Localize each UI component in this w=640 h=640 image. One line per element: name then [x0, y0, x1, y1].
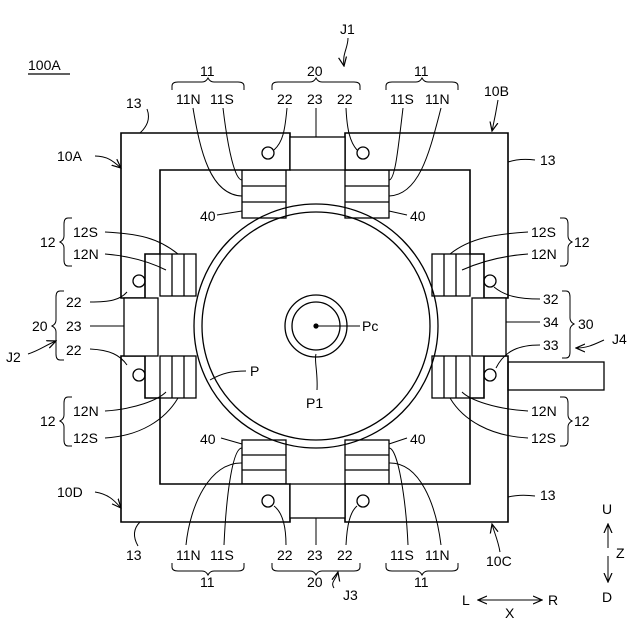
label-12-rl: 12 [574, 413, 590, 429]
label-34: 34 [543, 314, 559, 330]
label-12s-lu: 12S [73, 224, 98, 240]
label-12n-rl: 12N [531, 403, 557, 419]
axis-z: Z [616, 545, 625, 561]
label-22-lb: 22 [66, 342, 82, 358]
shaft-j4 [508, 362, 604, 390]
label-12-ru: 12 [574, 234, 590, 250]
magnet-group-top-right [345, 170, 389, 218]
label-30: 30 [578, 316, 594, 332]
label-11-bl: 11 [200, 574, 215, 590]
label-20-left: 20 [32, 318, 48, 334]
label-40-tl: 40 [200, 208, 216, 224]
label-11-tr: 11 [414, 63, 429, 79]
label-40-tr: 40 [410, 208, 426, 224]
label-10d: 10D [57, 484, 83, 500]
label-13-tr: 13 [540, 152, 556, 168]
label-22-br: 22 [337, 547, 353, 563]
label-32: 32 [543, 291, 559, 307]
magnet-group-right-lower [432, 356, 470, 398]
label-11s-bl: 11S [210, 547, 234, 563]
label-11-br: 11 [414, 574, 429, 590]
magnet-group-bottom-left [242, 440, 286, 484]
axis-l: L [462, 592, 470, 608]
label-12n-ru: 12N [531, 246, 557, 262]
magnet-group-left-upper [160, 254, 196, 296]
connector-right-30 [472, 298, 506, 356]
label-11s-tl: 11S [210, 91, 234, 107]
label-12-ll: 12 [40, 413, 56, 429]
label-10b: 10B [484, 83, 509, 99]
label-23-bottom: 23 [307, 547, 323, 563]
label-p1: P1 [306, 395, 323, 411]
label-22-tl: 22 [277, 91, 293, 107]
label-22-lt: 22 [66, 294, 82, 310]
connector-bottom-20 [290, 484, 345, 518]
label-11s-br: 11S [390, 547, 414, 563]
label-40-bl: 40 [200, 431, 216, 447]
label-11n-br: 11N [425, 547, 450, 563]
connector-top-20 [290, 137, 345, 170]
label-13-tl: 13 [126, 95, 142, 111]
label-11-tl: 11 [200, 63, 215, 79]
axis-x: X [505, 605, 515, 621]
label-13-bl: 13 [126, 547, 142, 563]
label-12-lu: 12 [40, 234, 56, 250]
label-p: P [250, 363, 259, 379]
label-22-bl: 22 [277, 547, 293, 563]
label-pc: Pc [362, 318, 378, 334]
label-j2: J2 [6, 349, 21, 365]
magnet-group-top-left [242, 170, 286, 218]
center-pc [313, 323, 318, 328]
magnet-group-right-upper [432, 254, 470, 296]
label-10a: 10A [57, 148, 83, 164]
label-12s-rl: 12S [531, 430, 556, 446]
label-12s-ll: 12S [73, 430, 98, 446]
frame-10c [345, 356, 508, 522]
label-40-br: 40 [410, 431, 426, 447]
label-11s-tr: 11S [390, 91, 414, 107]
label-22-tr: 22 [337, 91, 353, 107]
label-11n-tr: 11N [425, 91, 450, 107]
label-11n-tl: 11N [176, 91, 201, 107]
label-11n-bl: 11N [176, 547, 201, 563]
figure-title: 100A [28, 57, 61, 73]
axis-r: R [548, 592, 558, 608]
label-10c: 10C [486, 553, 512, 569]
magnet-group-bottom-right [345, 440, 389, 484]
label-20-top: 20 [307, 63, 323, 79]
label-12s-ru: 12S [531, 224, 556, 240]
label-33: 33 [543, 337, 559, 353]
label-j3: J3 [343, 587, 358, 603]
axis-u: U [602, 501, 612, 517]
label-j1: J1 [340, 21, 355, 37]
label-23-top: 23 [307, 91, 323, 107]
connector-left-20 [124, 298, 158, 356]
label-23-left: 23 [66, 318, 82, 334]
magnet-group-left-lower [160, 356, 196, 398]
label-12n-lu: 12N [73, 246, 99, 262]
label-12n-ll: 12N [73, 403, 99, 419]
label-j4: J4 [612, 331, 627, 347]
axis-d: D [602, 589, 612, 605]
label-13-br: 13 [540, 487, 556, 503]
label-20-bottom: 20 [307, 574, 323, 590]
